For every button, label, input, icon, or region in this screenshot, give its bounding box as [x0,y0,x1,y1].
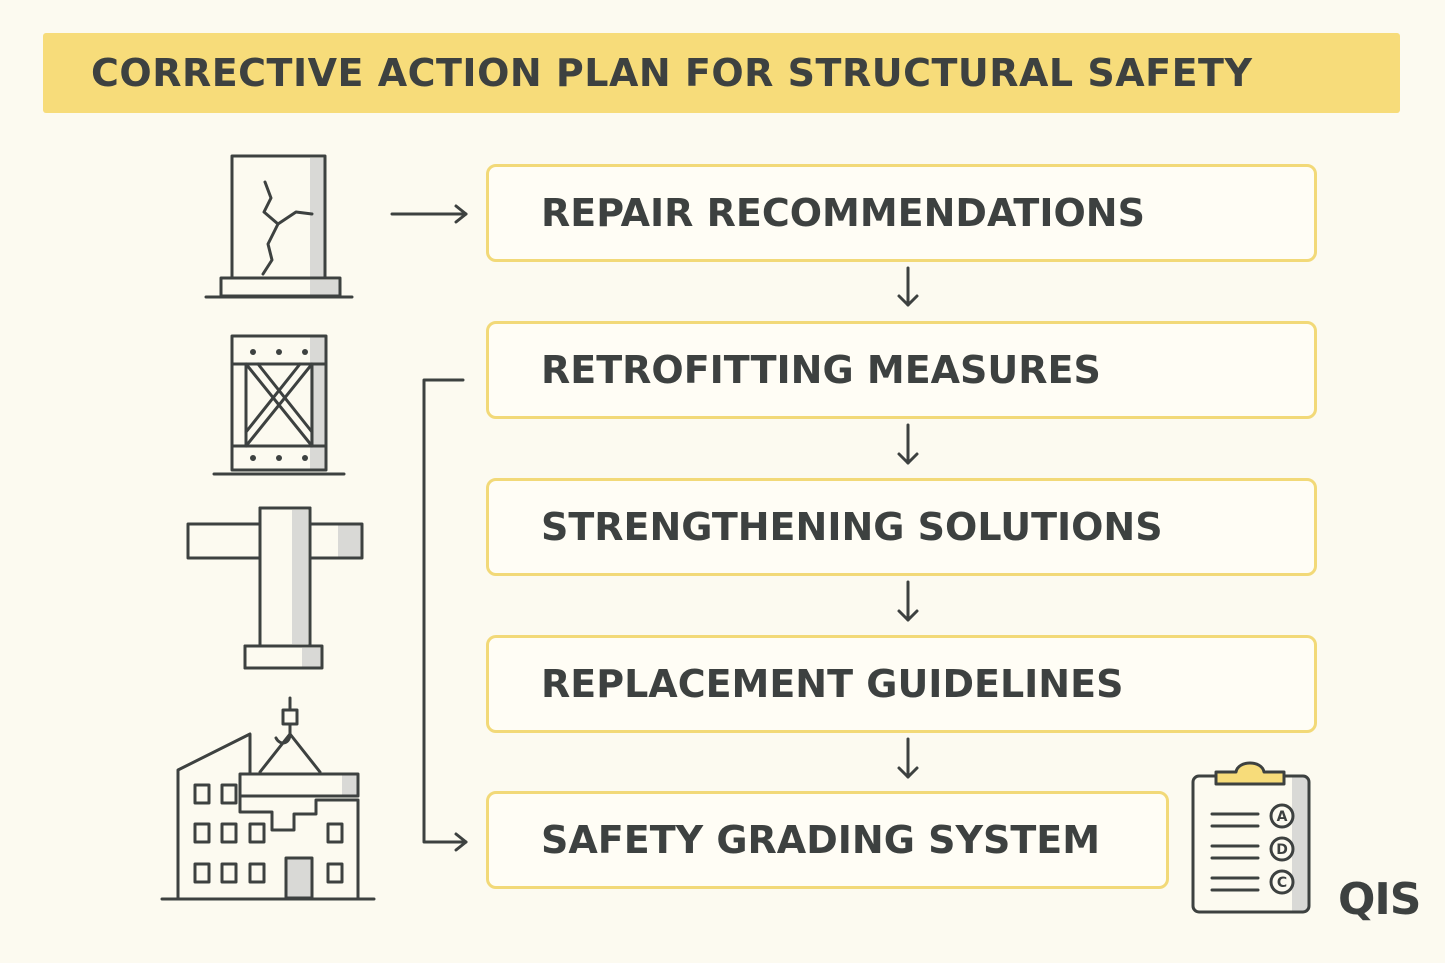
step-label: REPAIR RECOMMENDATIONS [541,191,1145,235]
clipboard-grades-icon [1191,761,1311,914]
step-safety-grading-system: SAFETY GRADING SYSTEM [486,791,1169,889]
brand-logo: QIS [1338,874,1421,925]
step-label: RETROFITTING MEASURES [541,348,1101,392]
step-strengthening-solutions: STRENGTHENING SOLUTIONS [486,478,1317,576]
step-label: SAFETY GRADING SYSTEM [541,818,1101,862]
title-banner: CORRECTIVE ACTION PLAN FOR STRUCTURAL SA… [43,33,1400,113]
page-title: CORRECTIVE ACTION PLAN FOR STRUCTURAL SA… [91,51,1253,95]
step-retrofitting-measures: RETROFITTING MEASURES [486,321,1317,419]
braced-frame-icon [212,334,346,476]
bracket-connector-icon [422,378,468,852]
grade-label: D [1276,842,1288,858]
building-crane-icon [160,696,376,901]
step-replacement-guidelines: REPLACEMENT GUIDELINES [486,635,1317,733]
arrow-down-icon [897,423,919,465]
cracked-column-icon [204,154,354,299]
step-label: REPLACEMENT GUIDELINES [541,662,1124,706]
step-label: STRENGTHENING SOLUTIONS [541,505,1163,549]
grade-label: A [1277,809,1288,825]
arrow-down-icon [897,580,919,622]
arrow-right-icon [390,204,468,224]
beam-column-joint-icon [186,506,364,670]
step-repair-recommendations: REPAIR RECOMMENDATIONS [486,164,1317,262]
arrow-down-icon [897,737,919,779]
grade-label: C [1277,875,1287,891]
arrow-down-icon [897,266,919,307]
